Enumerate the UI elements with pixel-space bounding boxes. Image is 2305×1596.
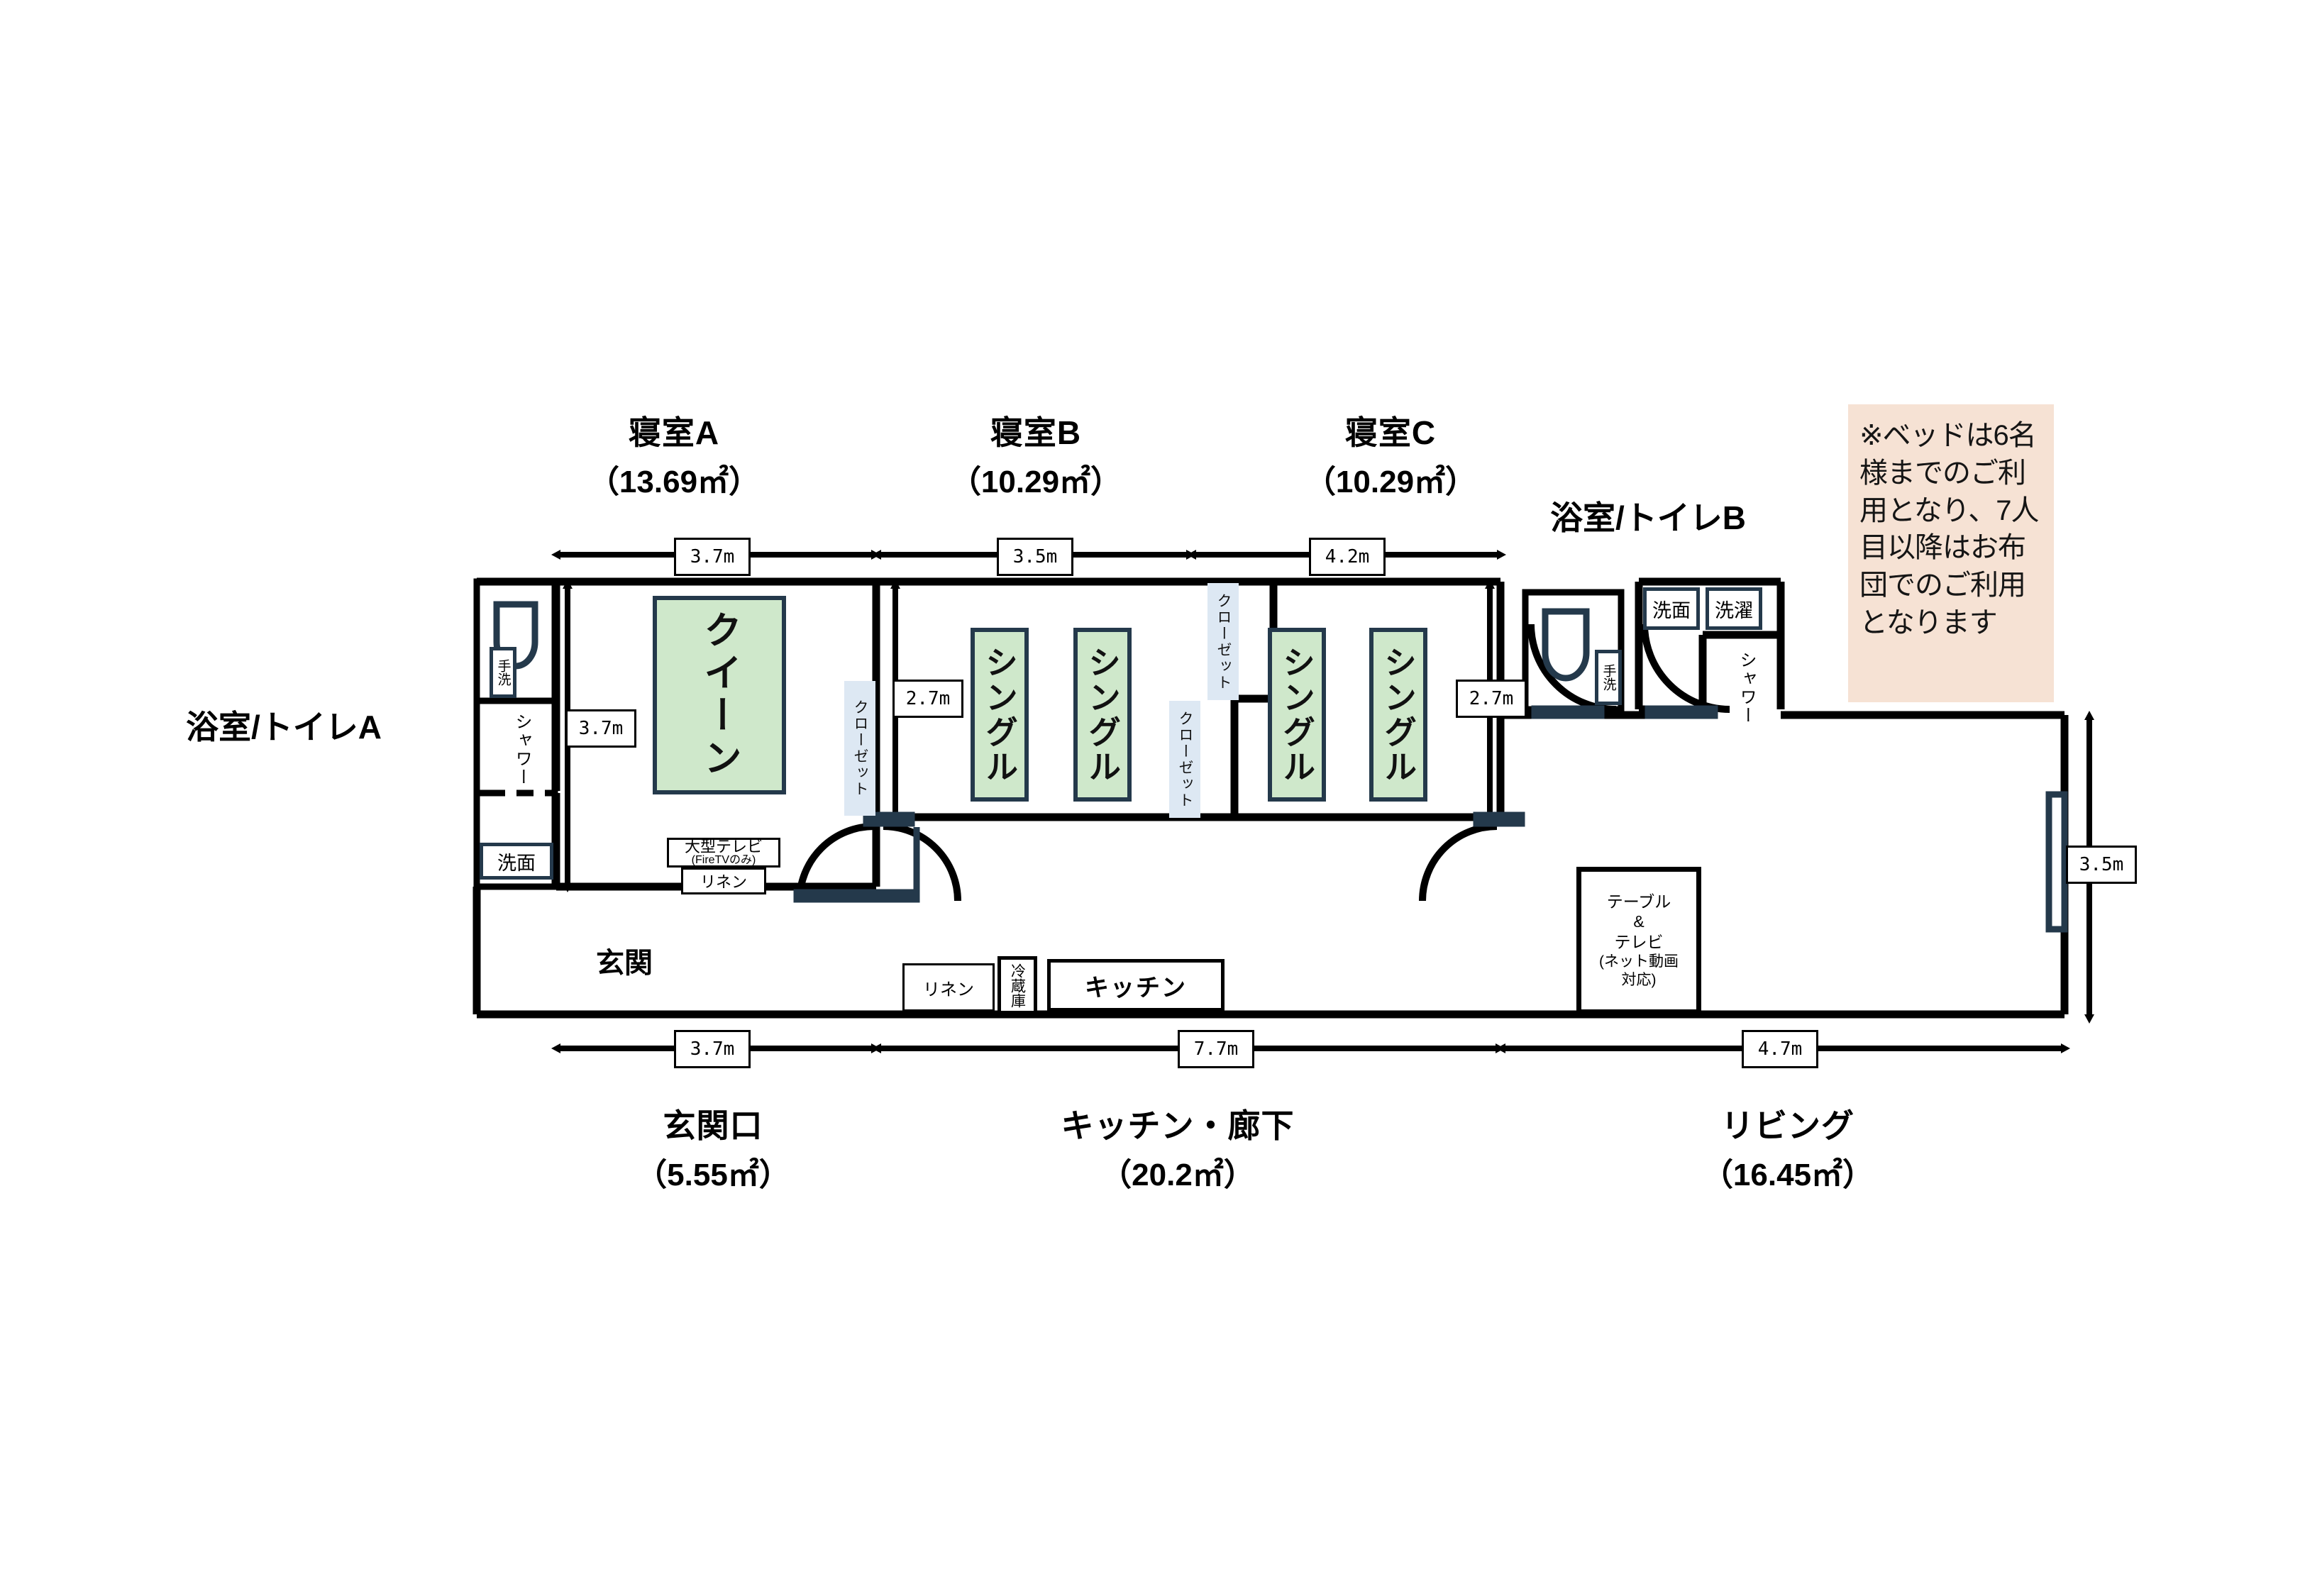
refrigerator-label: 冷蔵庫: [1009, 963, 1026, 1008]
laundry-b: 洗濯: [1706, 587, 1762, 630]
dim-living-depth: 3.5m: [2066, 846, 2137, 884]
bed-single-b1-label: シングル: [981, 645, 1018, 785]
bed-single-b1: シングル: [971, 628, 1029, 802]
closet-bedroom-a: クローゼット: [844, 681, 875, 816]
washbasin-a: 洗面: [480, 843, 553, 880]
washbasin-a-label: 洗面: [497, 852, 536, 874]
bedroom-b-title: 寝室B: [990, 414, 1082, 451]
refrigerator: 冷蔵庫: [997, 956, 1037, 1014]
bed-single-c1-label: シングル: [1278, 645, 1315, 785]
handwash-a: 手洗: [490, 647, 516, 698]
dim-bedroom-c-width: 4.2m: [1309, 538, 1386, 576]
washbasin-b-label: 洗面: [1652, 599, 1691, 621]
bedroom-b-area: （10.29㎡）: [949, 465, 1122, 499]
bed-single-c2: シングル: [1369, 628, 1427, 802]
shower-b-label: シャワー: [1737, 651, 1756, 725]
closet-bedroom-c: クローゼット: [1169, 701, 1200, 818]
kitchen-counter-label: キッチン: [1085, 974, 1187, 1002]
handwash-a-label: 手洗: [495, 659, 511, 686]
closet-bedroom-c-label: クローゼット: [1177, 710, 1193, 809]
bed-single-b2: シングル: [1073, 628, 1132, 802]
bed-single-c2-label: シングル: [1380, 645, 1417, 785]
living-table-tv-unit: テーブル & テレビ (ネット動画 対応): [1576, 867, 1701, 1014]
closet-bedroom-b-label: クローゼット: [1215, 592, 1232, 691]
linen-kitchen-label: リネン: [923, 980, 974, 999]
entrance-inner-label: 玄関: [596, 948, 653, 979]
dim-bedroom-b-depth: 2.7m: [892, 680, 963, 718]
dim-bedroom-c-depth: 2.7m: [1456, 680, 1527, 718]
living-title: リビング: [1721, 1107, 1854, 1144]
dim-kitchen-hall-width: 7.7m: [1178, 1030, 1254, 1068]
handwash-b: 手洗: [1595, 650, 1622, 705]
linen-bedroom-a: リネン: [681, 868, 766, 894]
living-unit-line-5: 対応): [1621, 972, 1657, 989]
dim-bedroom-a-depth: 3.7m: [565, 709, 636, 748]
living-unit-line-1: テーブル: [1606, 892, 1671, 911]
linen-kitchen: リネン: [902, 963, 995, 1012]
dim-entrance-width: 3.7m: [674, 1030, 751, 1068]
bedroom-a-title: 寝室A: [628, 414, 720, 451]
bath-a-title: 浴室/トイレA: [186, 709, 382, 746]
kitchen-hall-title: キッチン・廊下: [1061, 1107, 1295, 1144]
large-tv: 大型テレビ (FireTVのみ): [667, 838, 780, 868]
washbasin-b: 洗面: [1643, 587, 1700, 630]
dim-living-width: 4.7m: [1742, 1030, 1818, 1068]
entrance-area: （5.55㎡）: [636, 1158, 790, 1192]
bed-queen: クイーン: [653, 596, 786, 794]
large-tv-sublabel: (FireTVのみ): [691, 854, 756, 866]
shower-a-label: シャワー: [512, 713, 531, 787]
living-area: （16.45㎡）: [1701, 1158, 1874, 1192]
laundry-b-label: 洗濯: [1715, 599, 1753, 621]
bed-single-c1: シングル: [1268, 628, 1326, 802]
kitchen-counter: キッチン: [1047, 959, 1225, 1012]
bath-b-title: 浴室/トイレB: [1550, 499, 1746, 536]
dim-bedroom-b-width: 3.5m: [997, 538, 1073, 576]
entrance-title: 玄関口: [663, 1107, 763, 1144]
bed-single-b2-label: シングル: [1084, 645, 1121, 785]
large-tv-label: 大型テレビ: [684, 838, 763, 855]
linen-bedroom-a-label: リネン: [700, 873, 747, 891]
living-unit-line-4: (ネット動画: [1599, 953, 1679, 970]
living-unit-line-2: &: [1633, 912, 1645, 931]
handwash-b-label: 手洗: [1601, 664, 1616, 691]
closet-bedroom-b: クローゼット: [1207, 583, 1239, 700]
kitchen-hall-area: （20.2㎡）: [1100, 1158, 1255, 1192]
bedroom-a-area: （13.69㎡）: [587, 465, 761, 499]
bed-queen-label: クイーン: [697, 610, 741, 780]
living-unit-line-3: テレビ: [1614, 933, 1664, 952]
bedroom-c-title: 寝室C: [1344, 414, 1437, 451]
bed-capacity-note: ※ベッドは6名様までのご利用となり、7人目以降はお布団でのご利用となります: [1848, 404, 2054, 702]
bedroom-c-area: （10.29㎡）: [1304, 465, 1477, 499]
closet-bedroom-a-label: クローゼット: [852, 699, 868, 797]
dim-bedroom-a-width: 3.7m: [674, 538, 751, 576]
